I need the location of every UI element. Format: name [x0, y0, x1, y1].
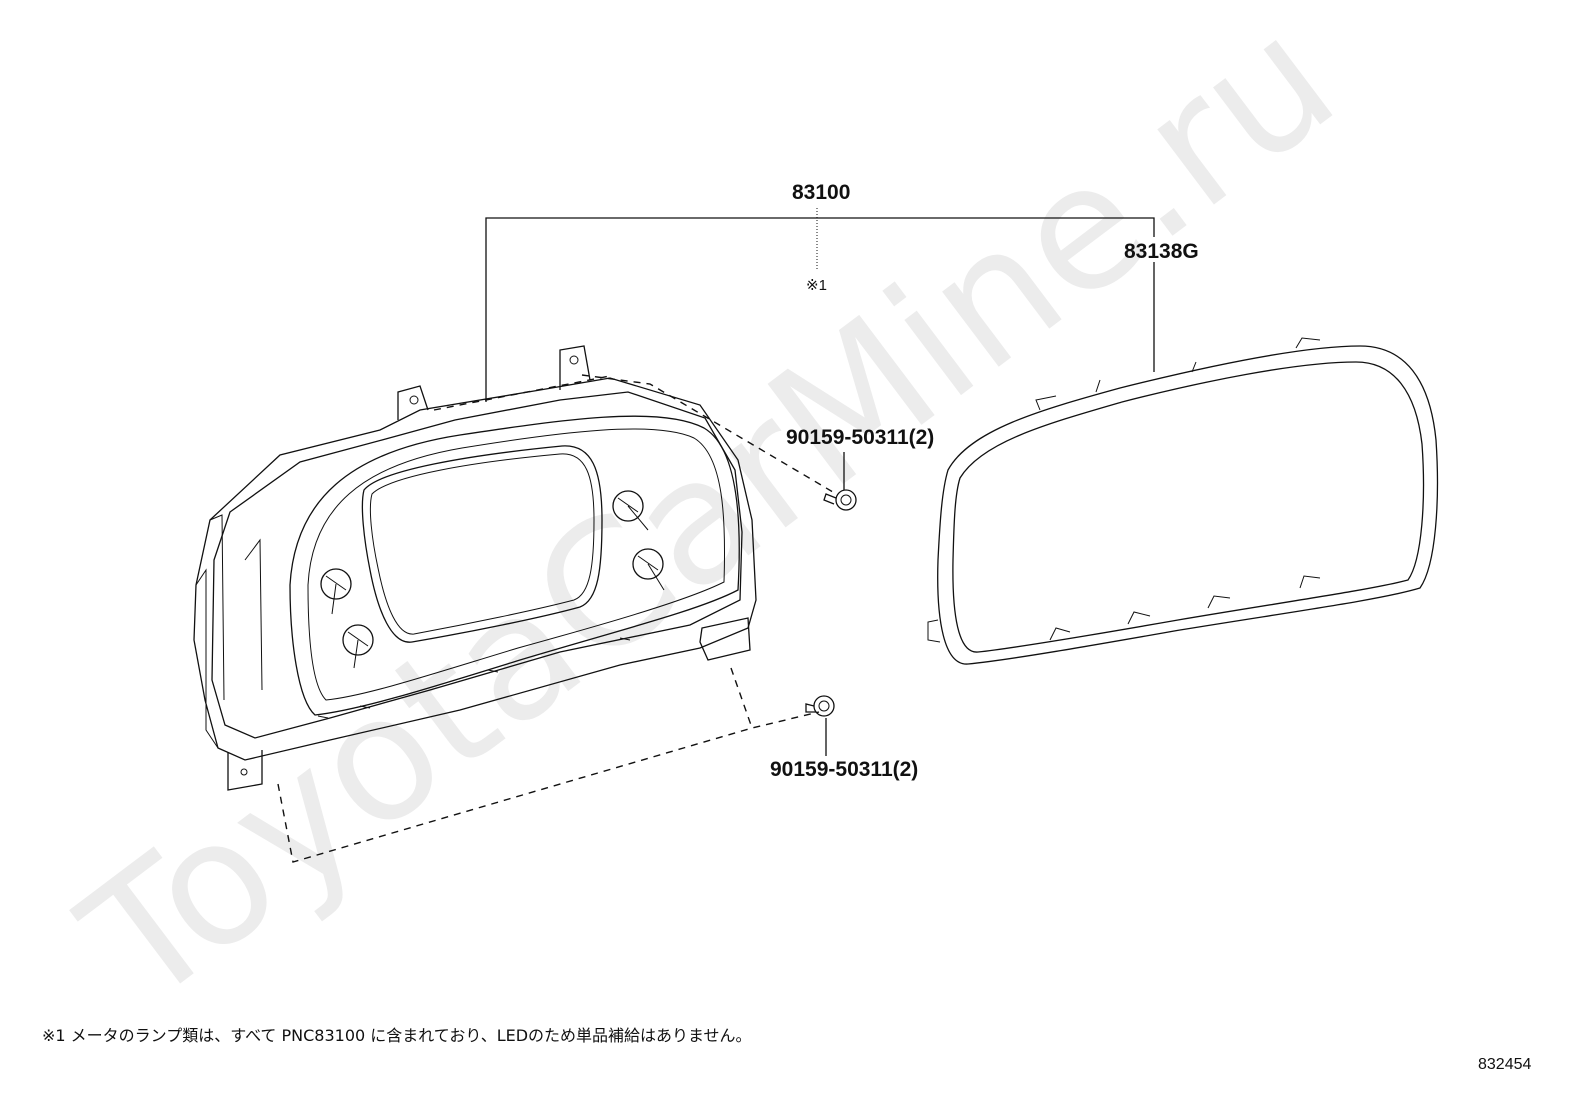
- indicator-lamps: [320, 490, 665, 669]
- screw-lower: [805, 695, 835, 717]
- watermark: ToyotaCarMine.ru: [48, 0, 1370, 1043]
- combination-meter-assembly: [193, 345, 757, 791]
- label-screw-upper: 90159-50311(2): [786, 426, 934, 449]
- diagram-id: 832454: [1478, 1056, 1532, 1073]
- leader-lines: [485, 208, 1155, 756]
- screw-upper: [823, 489, 857, 511]
- label-83100: 83100: [792, 181, 850, 204]
- label-note-marker: ※1: [806, 277, 827, 294]
- alignment-lines: [277, 374, 839, 863]
- footnote: ※1 メータのランプ類は、すべて PNC83100 に含まれており、LEDのため…: [42, 1026, 752, 1045]
- label-screw-lower: 90159-50311(2): [770, 758, 918, 781]
- meter-glass: [927, 337, 1439, 665]
- label-83138G: 83138G: [1124, 240, 1199, 263]
